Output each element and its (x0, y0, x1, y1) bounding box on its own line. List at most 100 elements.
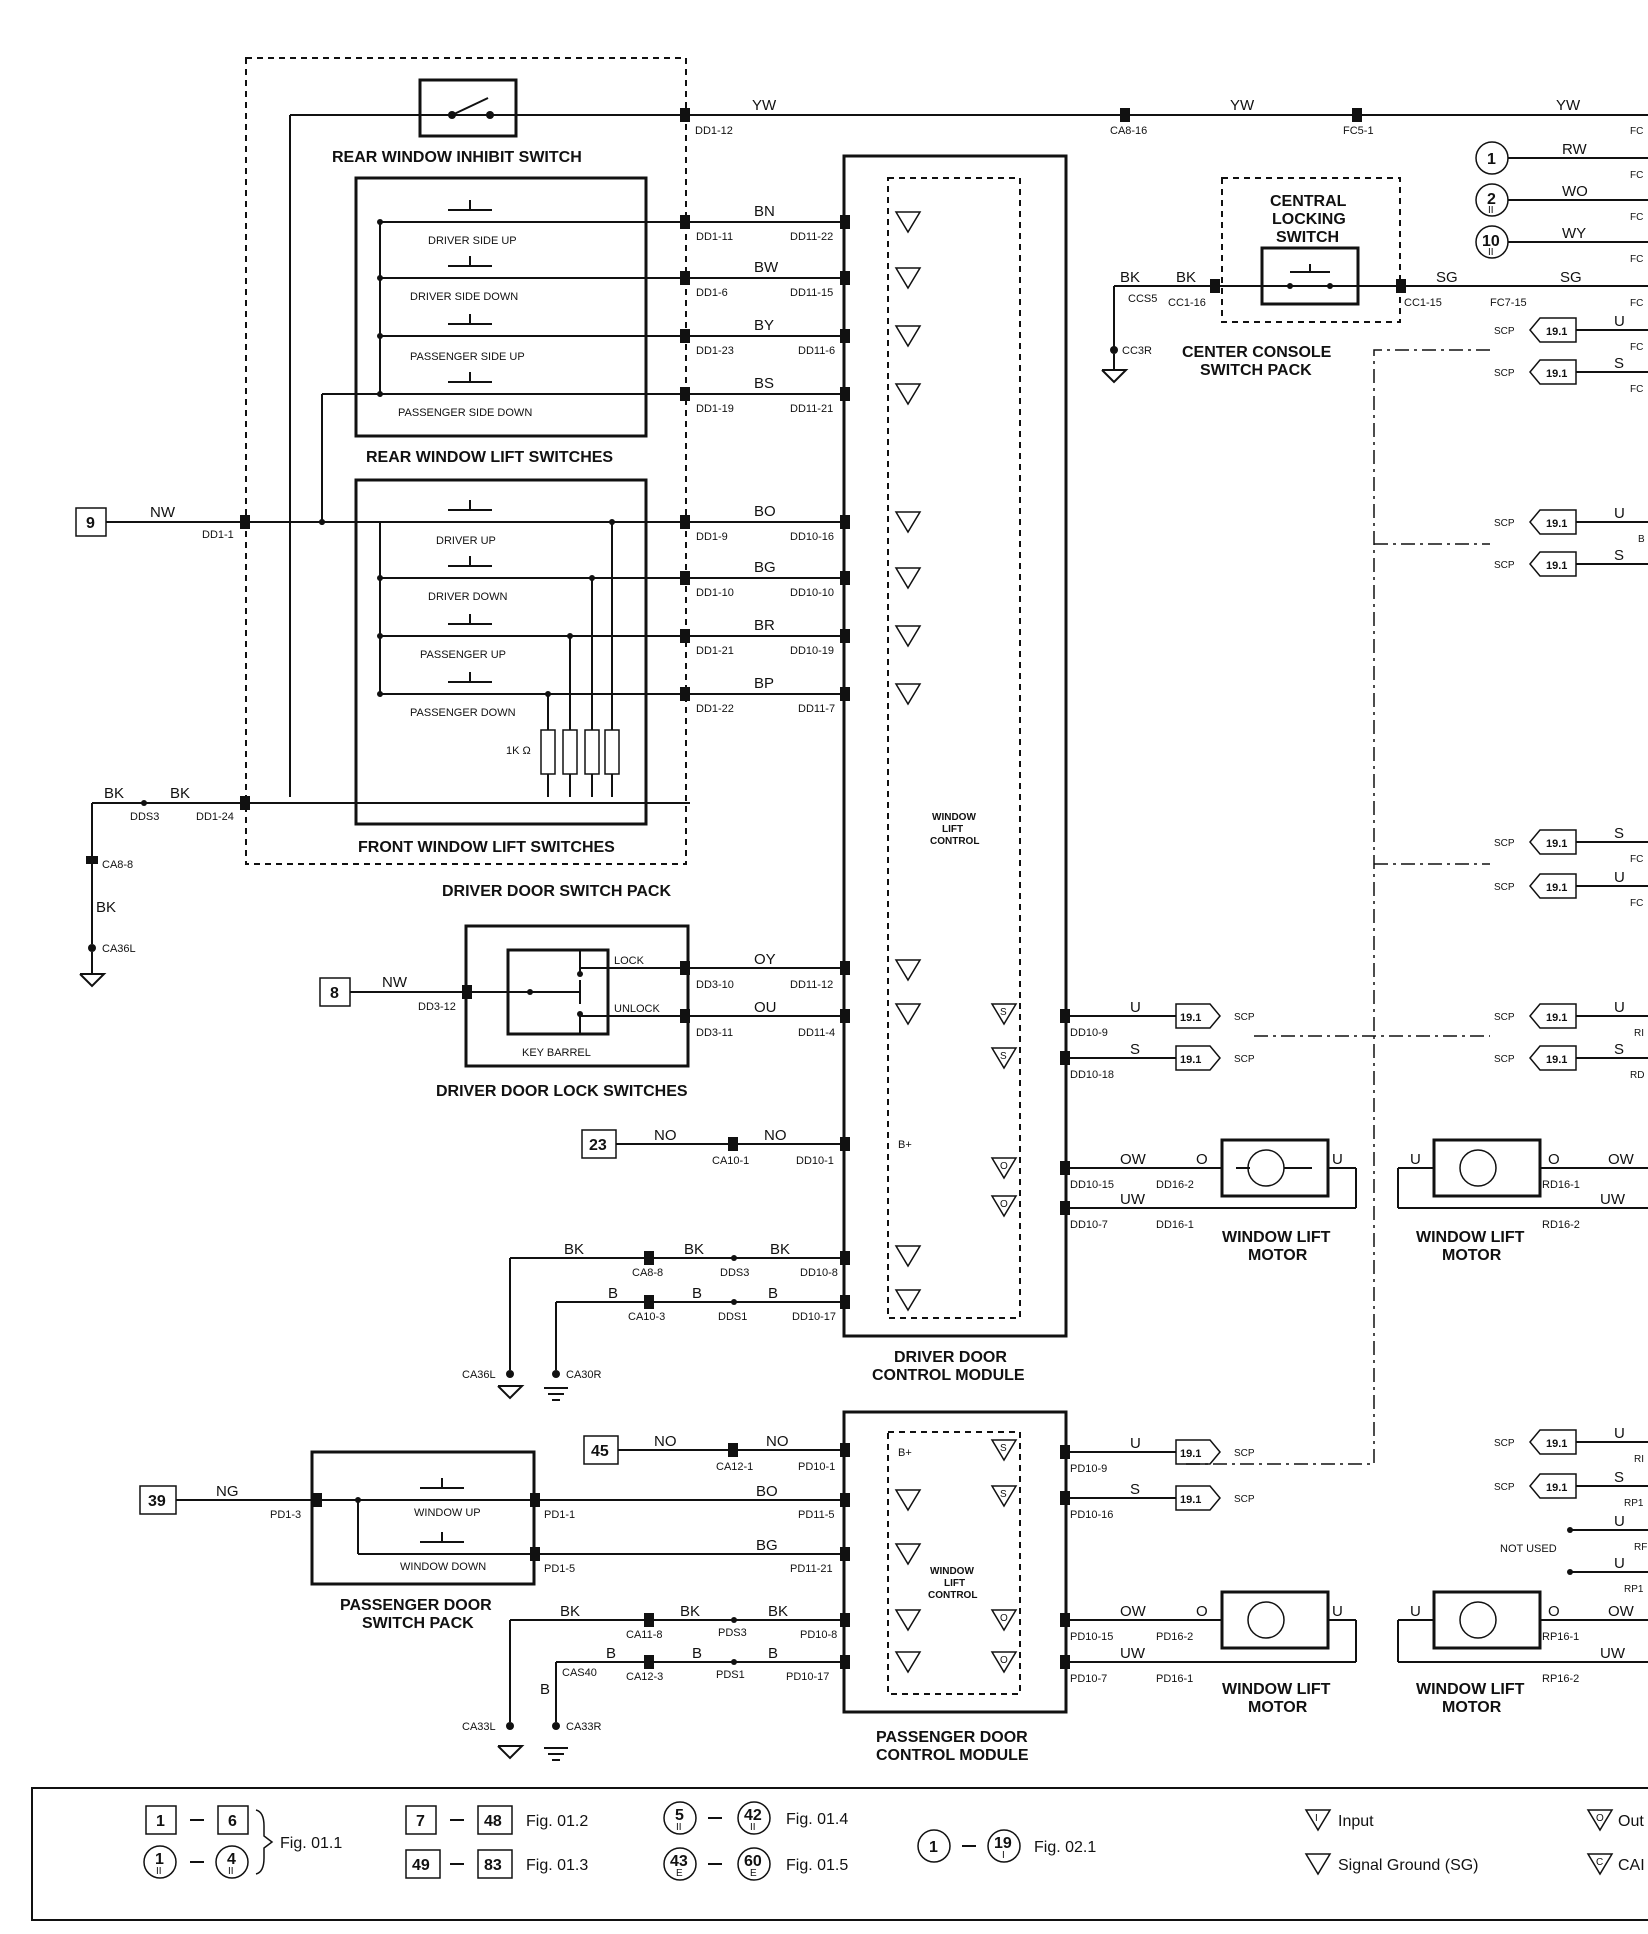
conn-dd1-1: DD1-1 (202, 529, 234, 541)
conn-pd10-1: PD10-1 (798, 1461, 835, 1473)
wire-yw-1: YW (752, 97, 777, 114)
motor-u-p: U (1332, 1603, 1343, 1620)
conn-dd10-17: DD10-17 (792, 1311, 836, 1323)
scp-ref-p2: 19.1 (1180, 1494, 1201, 1506)
driver-scp-outputs: S S DD10-9 DD10-18 U S 19.1 19.1 SCP SCP (990, 999, 1255, 1081)
edge-fc-8: FC (1630, 854, 1643, 865)
edge-fc-5: FC (1630, 298, 1643, 309)
scp-label-8: SCP (1494, 1054, 1515, 1065)
wire-bk-dg2: BK (684, 1241, 704, 1258)
scp-ref-9: 19.1 (1546, 1438, 1567, 1450)
conn-dd1-6: DD1-6 (696, 287, 728, 299)
wire-bp: BP (754, 675, 774, 692)
conn-pd10-15: PD10-15 (1070, 1631, 1113, 1643)
conn-pd16-2: PD16-2 (1156, 1631, 1193, 1643)
rear-window-lift-switches-title: REAR WINDOW LIFT SWITCHES (366, 449, 613, 466)
conn-dd1-12: DD1-12 (695, 125, 733, 137)
passenger-feed: 45 NO NO CA12-1 PD10-1 (583, 1433, 850, 1473)
legend-fig013: Fig. 01.3 (526, 1857, 588, 1874)
legend-can: CAI (1618, 1857, 1645, 1874)
wire-u-nu2: U (1614, 1555, 1625, 1572)
scp-label-2: SCP (1494, 368, 1515, 379)
legend-fig014: Fig. 01.4 (786, 1811, 848, 1828)
conn-ca10-3: CA10-3 (628, 1311, 665, 1323)
conn-ca8-8b: CA8-8 (632, 1267, 663, 1279)
pass-motor-2: MOTOR (1248, 1699, 1308, 1716)
ref-circle-2: 2 (1487, 191, 1496, 208)
conn-dd1-23: DD1-23 (696, 345, 734, 357)
conn-dd1-24: DD1-24 (196, 811, 234, 823)
switch-driver-side-up: DRIVER SIDE UP (428, 235, 517, 247)
legend-6a: 43 (670, 1853, 688, 1870)
motor-o-p: O (1196, 1603, 1208, 1620)
legend-fig011: Fig. 01.1 (280, 1835, 342, 1852)
wire-uw-d: UW (1120, 1191, 1146, 1208)
wire-ow-p: OW (1120, 1603, 1147, 1620)
wire-u-r6: U (1614, 869, 1625, 886)
wire-bk-1: BK (104, 785, 124, 802)
legend-4a: 49 (412, 1857, 430, 1874)
conn-dd10-16: DD10-16 (790, 531, 834, 543)
conn-dds3-b: DDS3 (720, 1267, 749, 1279)
wire-b-dg2: B (692, 1285, 702, 1302)
ref-39: 39 (148, 1493, 166, 1510)
wire-bo-p: BO (756, 1483, 778, 1500)
wire-ow-rt: OW (1608, 1151, 1635, 1168)
passenger-module-title-1: PASSENGER DOOR (876, 1729, 1028, 1746)
driver-input-wires (646, 221, 846, 695)
conn-pd1-5: PD1-5 (544, 1563, 575, 1575)
conn-pd11-21: PD11-21 (790, 1563, 833, 1575)
wire-s-r10: S (1614, 1469, 1624, 1486)
conn-dd10-8: DD10-8 (800, 1267, 838, 1279)
conn-pd11-5: PD11-5 (798, 1509, 834, 1521)
wire-ow-d: OW (1120, 1151, 1147, 1168)
wire-bk-pg1: BK (560, 1603, 580, 1620)
central-locking-2: LOCKING (1272, 211, 1346, 228)
conn-cc1-15: CC1-15 (1404, 297, 1442, 309)
driver-module-title-1: DRIVER DOOR (894, 1349, 1007, 1366)
edge-fc-4: FC (1630, 254, 1643, 265)
driver-door-control-module (842, 154, 1068, 1338)
passenger-door-control-module (842, 1410, 1068, 1714)
conn-dd11-6: DD11-6 (798, 345, 835, 357)
wire-s-r2: S (1614, 355, 1624, 372)
wire-u-p1: U (1130, 1435, 1141, 1452)
not-used-rows: U RF NOT USED U RP1 (1500, 1513, 1648, 1595)
conn-pd1-1: PD1-1 (544, 1509, 575, 1521)
central-locking-1: CENTRAL (1270, 193, 1347, 210)
edge-fc-6: FC (1630, 342, 1643, 353)
scp-label-1: SCP (1494, 326, 1515, 337)
conn-cas40: CAS40 (562, 1667, 597, 1679)
wire-uw-p: UW (1120, 1645, 1146, 1662)
wire-no-2: NO (764, 1127, 787, 1144)
scp-label-5: SCP (1494, 838, 1515, 849)
conn-dd10-19: DD10-19 (790, 645, 834, 657)
wire-b-dg3: B (768, 1285, 778, 1302)
motor-u-d: U (1332, 1151, 1343, 1168)
edge-fc-2: FC (1630, 170, 1643, 181)
front-window-lift-switches-title: FRONT WINDOW LIFT SWITCHES (358, 839, 615, 856)
conn-dd11-22: DD11-22 (790, 231, 833, 243)
driver-sym-s2: S (1000, 1051, 1007, 1062)
wire-s-r4: S (1614, 547, 1624, 564)
scp-label-p1: SCP (1234, 1448, 1255, 1459)
ref-circle-2-sub: II (1488, 205, 1494, 216)
legend: 1 6 1 II 4 II Fig. 01.1 7 48 Fig. 01.2 4… (31, 1787, 1648, 1921)
rear-motor-b-1: WINDOW LIFT (1416, 1681, 1525, 1698)
pass-wlc-2: LIFT (944, 1578, 965, 1589)
conn-ca33r: CA33R (566, 1721, 602, 1733)
wire-bk-cc1: BK (1120, 269, 1140, 286)
passenger-scp-outputs: S S PD10-9 PD10-16 U S 19.1 19.1 SCP SCP (990, 1435, 1255, 1521)
conn-dd11-12: DD11-12 (790, 979, 833, 991)
wire-by: BY (754, 317, 774, 334)
conn-cc3r: CC3R (1122, 345, 1152, 357)
wire-nw-1: NW (150, 504, 176, 521)
pass-sym-o2: O (1000, 1655, 1008, 1666)
scp-row-9: SCP 19.1 U RI (1494, 1425, 1648, 1465)
wire-b-pg4: B (540, 1681, 550, 1698)
legend-5a: 5 (675, 1807, 684, 1824)
scp-ref-p1: 19.1 (1180, 1448, 1201, 1460)
conn-dd1-9: DD1-9 (696, 531, 728, 543)
wire-bk-3: BK (96, 899, 116, 916)
edge-r-2: RI (1634, 1454, 1644, 1465)
